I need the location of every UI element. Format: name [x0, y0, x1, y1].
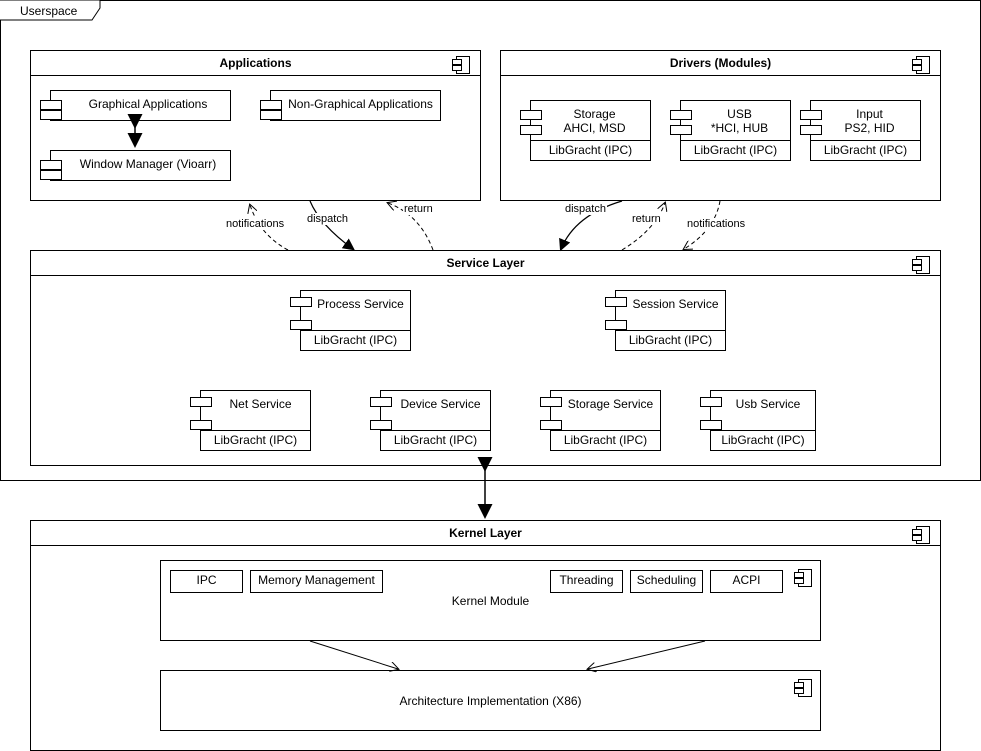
window-manager-label: Window Manager (Vioarr) — [79, 157, 217, 171]
usb-driver: USB *HCI, HUB LibGracht (IPC) — [680, 100, 791, 161]
device-service-label: Device Service — [400, 397, 481, 411]
component-tab — [520, 110, 542, 120]
component-tab — [370, 420, 392, 430]
drivers-return-edge — [621, 203, 665, 251]
usb-driver-ipc: LibGracht (IPC) — [681, 140, 790, 160]
component-icon — [794, 679, 812, 697]
input-driver: Input PS2, HID LibGracht (IPC) — [810, 100, 921, 161]
apps-dispatch-label: dispatch — [306, 213, 349, 225]
component-tab — [800, 125, 822, 135]
storage-service: Storage Service LibGracht (IPC) — [550, 390, 661, 451]
component-icon — [452, 56, 470, 74]
session-service-ipc: LibGracht (IPC) — [616, 330, 725, 350]
component-tab — [290, 320, 312, 330]
component-tab — [370, 397, 392, 407]
component-icon — [794, 569, 812, 587]
scheduling-box: Scheduling — [630, 570, 703, 593]
process-service-ipc: LibGracht (IPC) — [301, 330, 410, 350]
storage-driver-ipc: LibGracht (IPC) — [531, 140, 650, 160]
usb-driver-name: USB — [727, 107, 752, 121]
storage-service-label: Storage Service — [567, 397, 654, 411]
input-driver-detail: PS2, HID — [844, 121, 895, 135]
component-tab — [700, 420, 722, 430]
graphical-applications-label: Graphical Applications — [88, 97, 208, 111]
component-icon — [912, 56, 930, 74]
acpi-box: ACPI — [710, 570, 783, 593]
ipc-box: IPC — [170, 570, 243, 593]
component-tab — [190, 397, 212, 407]
component-tab — [40, 100, 62, 110]
kernel-arch-right-edge — [588, 640, 706, 669]
component-icon — [912, 526, 930, 544]
storage-driver: Storage AHCI, MSD LibGracht (IPC) — [530, 100, 651, 161]
drivers-dispatch-edge — [559, 200, 623, 252]
architecture-implementation: Architecture Implementation (X86) — [160, 670, 821, 731]
non-graphical-applications: Non-Graphical Applications — [270, 90, 441, 121]
input-driver-ipc: LibGracht (IPC) — [811, 140, 920, 160]
component-tab — [520, 125, 542, 135]
component-tab — [40, 110, 62, 120]
drivers-title: Drivers (Modules) — [501, 51, 940, 76]
component-tab — [605, 320, 627, 330]
component-tab — [290, 297, 312, 307]
component-tab — [670, 125, 692, 135]
component-tab — [700, 397, 722, 407]
window-manager: Window Manager (Vioarr) — [50, 150, 231, 181]
apps-notifications-edge — [250, 205, 289, 251]
usb-service: Usb Service LibGracht (IPC) — [710, 390, 816, 451]
storage-driver-detail: AHCI, MSD — [563, 121, 626, 135]
net-service: Net Service LibGracht (IPC) — [200, 390, 311, 451]
net-service-ipc: LibGracht (IPC) — [201, 430, 310, 450]
component-tab — [40, 170, 62, 180]
process-service: Process Service LibGracht (IPC) — [300, 290, 411, 351]
usb-service-ipc: LibGracht (IPC) — [711, 430, 815, 450]
apps-notifications-label: notifications — [225, 218, 286, 230]
component-tab — [540, 397, 562, 407]
kernel-module-label: Kernel Module — [451, 594, 530, 608]
component-tab — [190, 420, 212, 430]
component-tab — [605, 297, 627, 307]
component-tab — [260, 100, 282, 110]
kernel-arch-left-edge — [309, 640, 398, 669]
usb-service-label: Usb Service — [735, 397, 801, 411]
usb-driver-detail: *HCI, HUB — [710, 121, 769, 135]
component-tab — [260, 110, 282, 120]
component-tab — [800, 110, 822, 120]
process-service-label: Process Service — [317, 297, 404, 311]
component-tab — [540, 420, 562, 430]
drivers-return-label: return — [631, 213, 662, 225]
threading-box: Threading — [550, 570, 623, 593]
drivers-notifications-label: notifications — [686, 218, 747, 230]
memory-management-box: Memory Management — [250, 570, 383, 593]
architecture-implementation-label: Architecture Implementation (X86) — [399, 694, 582, 708]
non-graphical-applications-label: Non-Graphical Applications — [288, 97, 433, 111]
input-driver-name: Input — [856, 107, 883, 121]
storage-service-ipc: LibGracht (IPC) — [551, 430, 660, 450]
storage-driver-name: Storage — [573, 107, 616, 121]
device-service-ipc: LibGracht (IPC) — [381, 430, 490, 450]
component-icon — [912, 256, 930, 274]
apps-return-label: return — [403, 203, 434, 215]
kernel-layer-title: Kernel Layer — [31, 521, 940, 546]
component-tab — [670, 110, 692, 120]
net-service-label: Net Service — [229, 397, 292, 411]
userspace-label: Userspace — [20, 4, 78, 18]
apps-dispatch-edge — [309, 200, 355, 251]
component-tab — [40, 160, 62, 170]
session-service-label: Session Service — [632, 297, 719, 311]
service-layer-title: Service Layer — [31, 251, 940, 276]
applications-title: Applications — [31, 51, 480, 76]
session-service: Session Service LibGracht (IPC) — [615, 290, 726, 351]
drivers-dispatch-label: dispatch — [564, 203, 607, 215]
